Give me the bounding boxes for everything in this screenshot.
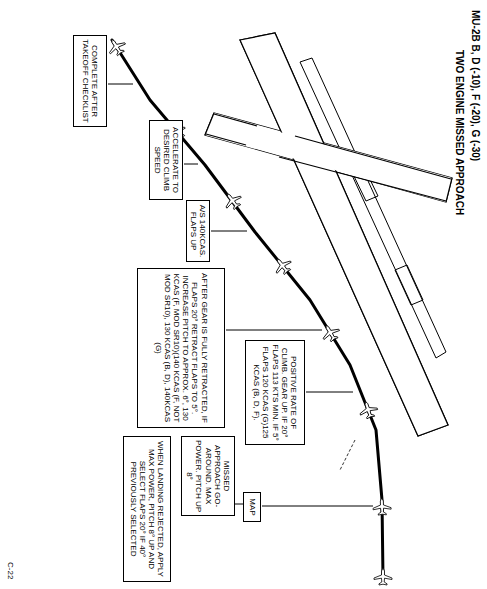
- connector-line: [235, 504, 243, 505]
- step-box: A/S 140KCAS. FLAPS UP: [186, 200, 210, 262]
- step-box: MISSED APPROACH GO-AROUND. MAX POWER. PI…: [181, 436, 235, 516]
- box-text: WHEN LANDING REJECTED, APPLY MAX POWER, …: [129, 440, 166, 578]
- step-box: AFTER GEAR IS FULLY RETRACTED, IF FLAPS …: [137, 268, 225, 428]
- step-box: POSITIVE RATE OF CLIMB. GEAR UP. IF 20° …: [245, 340, 305, 445]
- note-box: WHEN LANDING REJECTED, APPLY MAX POWER, …: [123, 436, 171, 582]
- box-text: MAP: [247, 496, 256, 518]
- step-box: COMPLETE AFTER TAKEOFF CHECKLIST: [73, 35, 107, 127]
- step-box: MAP: [243, 492, 261, 522]
- box-text: AFTER GEAR IS FULLY RETRACTED, IF FLAPS …: [153, 272, 208, 424]
- diagram-title: TWO ENGINE MISSED APPROACH: [454, 50, 465, 215]
- page-number: C-22: [6, 562, 15, 579]
- box-text: COMPLETE AFTER TAKEOFF CHECKLIST: [81, 39, 99, 123]
- step-box: ACCELERATE TO DESIRED CLIMB SPEED: [149, 120, 183, 200]
- box-text: ACCELERATE TO DESIRED CLIMB SPEED: [152, 124, 180, 196]
- box-text: A/S 140KCAS. FLAPS UP: [189, 204, 207, 258]
- aircraft-symbols: [104, 34, 392, 585]
- model-heading: MU-2B B, D (-10), F (-20), G (-30): [470, 10, 481, 161]
- box-text: POSITIVE RATE OF CLIMB. GEAR UP. IF 20° …: [252, 344, 298, 441]
- flight-path: [112, 40, 383, 578]
- runway: [205, 33, 452, 470]
- box-text: MISSED APPROACH GO-AROUND. MAX POWER. PI…: [185, 440, 231, 512]
